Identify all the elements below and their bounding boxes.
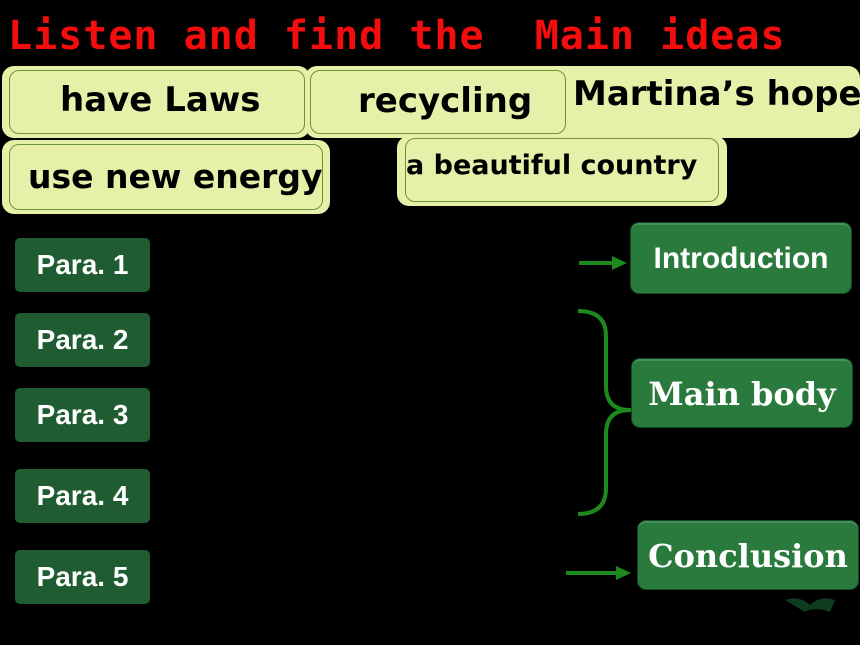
para-2-button[interactable]: Para. 2 [15, 313, 150, 367]
para-5-button[interactable]: Para. 5 [15, 550, 150, 604]
idea-card-use-new-energy[interactable]: use new energy [2, 140, 330, 214]
main-body-button[interactable]: Main body [631, 358, 853, 428]
idea-label: have Laws [60, 80, 261, 120]
decorative-plant-icon [785, 598, 835, 612]
main-body-brace-icon [577, 309, 632, 516]
idea-label: a beautiful country [406, 150, 698, 181]
idea-card-have-laws[interactable]: have Laws [2, 66, 310, 138]
idea-label: recycling [358, 81, 533, 121]
para-1-button[interactable]: Para. 1 [15, 238, 150, 292]
conclusion-arrow-icon [566, 566, 631, 580]
idea-card-recycling[interactable]: recycling [306, 67, 570, 137]
intro-arrow-icon [579, 256, 627, 270]
para-3-button[interactable]: Para. 3 [15, 388, 150, 442]
para-4-button[interactable]: Para. 4 [15, 469, 150, 523]
idea-label: use new energy [28, 157, 323, 196]
introduction-button[interactable]: Introduction [630, 222, 852, 294]
slide-title: Listen and find the Main ideas [8, 13, 786, 59]
idea-card-beautiful-country[interactable]: a beautiful country [397, 136, 727, 206]
idea-label: Martina’s hope [573, 74, 860, 114]
conclusion-button[interactable]: Conclusion [637, 520, 859, 590]
